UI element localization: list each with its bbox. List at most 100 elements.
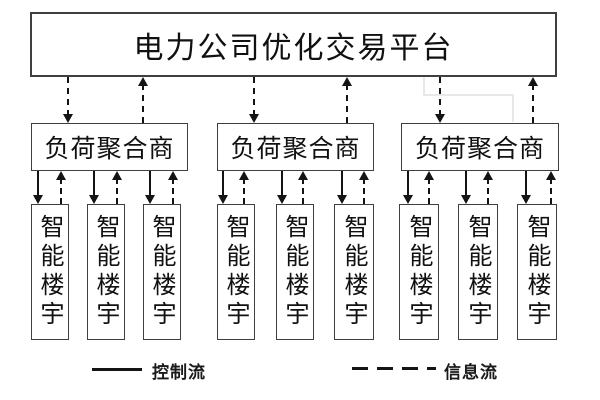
legend-control-flow-label: 控制流 (152, 363, 206, 383)
arrow-shaft (172, 178, 174, 204)
info-flow-arrow-up (238, 171, 250, 204)
info-flow-arrow-down (248, 77, 260, 123)
arrowhead-icon (168, 171, 178, 180)
aggregator-label: 负荷聚合商 (230, 134, 361, 163)
arrow-shaft (363, 178, 365, 204)
arrow-shaft (487, 178, 489, 204)
building-label: 智能楼宇 (464, 214, 492, 330)
building-label: 智能楼宇 (405, 214, 433, 330)
arrow-shaft (341, 171, 343, 197)
arrow-shaft (67, 77, 69, 116)
arrowhead-icon (89, 195, 99, 204)
info-flow-arrow-up (482, 171, 494, 204)
control-flow-arrow-down (32, 171, 44, 204)
arrowhead-icon (138, 77, 148, 86)
building-label: 智能楼宇 (92, 214, 120, 330)
aggregator-label: 负荷聚合商 (414, 134, 545, 163)
arrow-shaft (302, 178, 304, 204)
info-flow-arrow-up (527, 77, 539, 123)
arrow-shaft (550, 178, 552, 204)
info-flow-arrow-up (358, 171, 370, 204)
building-label: 智能楼宇 (222, 214, 250, 330)
arrow-shaft (346, 84, 348, 123)
arrowhead-icon (112, 171, 122, 180)
arrowhead-icon (145, 195, 155, 204)
arrowhead-icon (63, 114, 73, 123)
aggregator-label: 负荷聚合商 (44, 134, 175, 163)
legend-info-flow-line (352, 367, 436, 370)
info-flow-arrow-down (434, 77, 446, 123)
arrow-shaft (222, 171, 224, 197)
arrowhead-icon (359, 171, 369, 180)
arrowhead-icon (298, 171, 308, 180)
arrow-shaft (93, 171, 95, 197)
building-box: 智能楼宇 (87, 204, 125, 340)
arrowhead-icon (342, 77, 352, 86)
info-flow-arrow-up (423, 171, 435, 204)
arrow-shaft (281, 171, 283, 197)
arrow-shaft (407, 171, 409, 197)
arrowhead-icon (218, 195, 228, 204)
control-flow-arrow-down (276, 171, 288, 204)
arrowhead-icon (239, 171, 249, 180)
arrowhead-icon (337, 195, 347, 204)
info-flow-arrow-up (111, 171, 123, 204)
arrowhead-icon (546, 171, 556, 180)
control-flow-arrow-down (217, 171, 229, 204)
arrowhead-icon (521, 195, 531, 204)
info-flow-arrow-up (55, 171, 67, 204)
building-label: 智能楼宇 (148, 214, 176, 330)
building-box: 智能楼宇 (217, 204, 255, 340)
arrowhead-icon (277, 195, 287, 204)
building-label: 智能楼宇 (340, 214, 368, 330)
arrow-shaft (532, 84, 534, 123)
building-box: 智能楼宇 (143, 204, 181, 340)
arrow-shaft (37, 171, 39, 197)
info-flow-arrow-up (297, 171, 309, 204)
arrow-shaft (116, 178, 118, 204)
building-box: 智能楼宇 (334, 204, 374, 340)
arrow-shaft (439, 77, 441, 116)
arrow-shaft (149, 171, 151, 197)
arrow-shaft (253, 77, 255, 116)
arrowhead-icon (424, 171, 434, 180)
info-flow-arrow-up (341, 77, 353, 123)
arrow-shaft (428, 178, 430, 204)
control-flow-arrow-down (336, 171, 348, 204)
building-label: 智能楼宇 (281, 214, 309, 330)
building-label: 智能楼宇 (36, 214, 64, 330)
building-box: 智能楼宇 (31, 204, 69, 340)
arrowhead-icon (56, 171, 66, 180)
info-flow-arrow-up (167, 171, 179, 204)
arrow-shaft (243, 178, 245, 204)
control-flow-arrow-down (144, 171, 156, 204)
building-label: 智能楼宇 (523, 214, 551, 330)
arrowhead-icon (435, 114, 445, 123)
platform-box: 电力公司优化交易平台 (30, 12, 557, 77)
control-flow-arrow-down (88, 171, 100, 204)
control-flow-arrow-down (402, 171, 414, 204)
legend-control-flow-line (92, 368, 142, 371)
info-flow-arrow-up (545, 171, 557, 204)
arrow-shaft (525, 171, 527, 197)
control-flow-arrow-down (460, 171, 472, 204)
arrowhead-icon (483, 171, 493, 180)
building-box: 智能楼宇 (458, 204, 498, 340)
arrow-shaft (60, 178, 62, 204)
arrowhead-icon (403, 195, 413, 204)
aggregator-box: 负荷聚合商 (31, 123, 188, 171)
platform-label: 电力公司优化交易平台 (133, 30, 454, 66)
arrowhead-icon (528, 77, 538, 86)
building-box: 智能楼宇 (276, 204, 314, 340)
aggregator-box: 负荷聚合商 (217, 123, 374, 171)
arrowhead-icon (461, 195, 471, 204)
info-flow-arrow-down (62, 77, 74, 123)
arrow-shaft (465, 171, 467, 197)
building-box: 智能楼宇 (399, 204, 439, 340)
aggregator-box: 负荷聚合商 (401, 123, 559, 171)
arrow-shaft (142, 84, 144, 123)
building-box: 智能楼宇 (517, 204, 557, 340)
info-flow-arrow-up (137, 77, 149, 123)
control-flow-arrow-down (520, 171, 532, 204)
